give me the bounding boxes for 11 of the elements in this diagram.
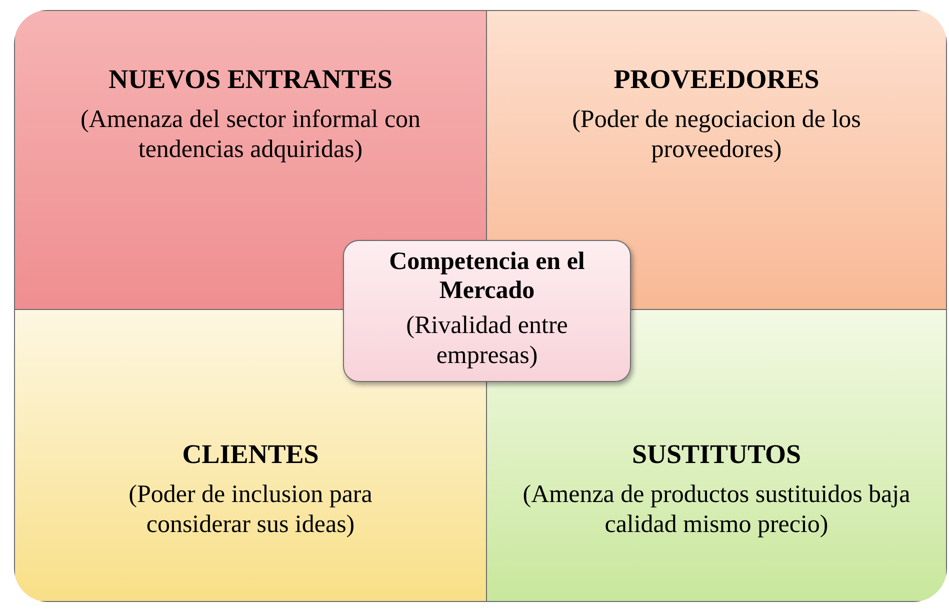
- center-box: [343, 240, 631, 382]
- description-text: (Poder de inclusion para considerar sus ideas): [128, 480, 374, 540]
- heading-text: Competencia en el Mercado: [388, 247, 586, 305]
- description-text: (Poder de negociacion de los proveedores): [571, 105, 862, 165]
- heading-text: CLIENTES: [181, 438, 320, 470]
- heading-text: SUSTITUTOS: [630, 438, 802, 470]
- description-text: (Rivalidad entre empresas): [405, 311, 569, 371]
- description-text: (Amenaza del sector informal con tendencias adquiridas): [79, 105, 422, 165]
- heading-text: PROVEEDORES: [612, 63, 820, 95]
- heading-text: NUEVOS ENTRANTES: [108, 63, 394, 95]
- description-text: (Amenza de productos sustituidos baja calidad mismo precio): [522, 480, 912, 540]
